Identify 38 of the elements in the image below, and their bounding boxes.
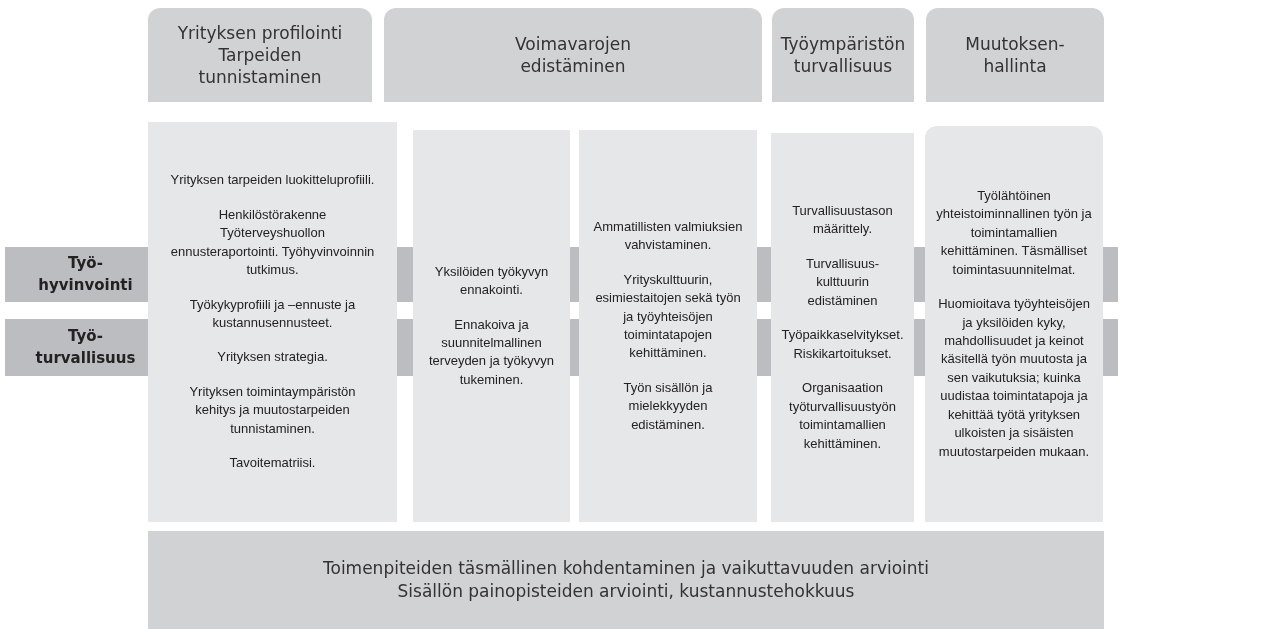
body-text: Turvallisuus- kulttuurin edistäminen bbox=[804, 254, 881, 310]
summary-bar bbox=[148, 531, 1104, 629]
body-text: Yrityksen tarpeiden luokitteluprofiili. bbox=[170, 171, 375, 190]
column-header-tab bbox=[926, 8, 1104, 102]
header-text: Tarpeiden tunnistaminen bbox=[197, 43, 323, 89]
column-panel bbox=[579, 130, 757, 522]
body-text: Tavoitematriisi. bbox=[229, 454, 316, 473]
body-text: Työn sisällön ja mielekkyyden edistäminen. bbox=[622, 378, 714, 434]
column-panel bbox=[148, 122, 397, 522]
body-text: Ennakoiva ja suunnitelmallinen terveyden ja työkyvyn tukeminen. bbox=[428, 315, 555, 389]
header-text: Yrityksen profilointi bbox=[177, 21, 343, 44]
row-band bbox=[5, 319, 148, 376]
row-label: Työ- hyvinvointi bbox=[37, 252, 134, 296]
column-panel bbox=[413, 130, 570, 522]
body-text: Turvallisuustason määrittely. bbox=[791, 202, 894, 239]
body-text: Työpaikkaselvitykset. Riskikartoitukset. bbox=[781, 326, 904, 363]
column-panel bbox=[771, 133, 914, 522]
column-header-tab bbox=[148, 8, 372, 102]
header-text: Työympäristön turvallisuus bbox=[780, 32, 906, 78]
body-text: Yksilöiden työkyvyn ennakointi. bbox=[433, 262, 550, 300]
column-header-tab bbox=[772, 8, 914, 102]
body-text: Ammatillisten valmiuksien vahvistaminen. bbox=[593, 217, 743, 255]
body-text: Henkilöstörakenne Työterveyshuollon ennusteraportointi. Työhyvinvoinnin tutkimus. bbox=[170, 205, 375, 280]
body-text: Huomioitava työyhteisöjen ja yksilöiden kyky, mahdollisuudet ja keinot käsitellä työn muutosta ja sen vaikutuksia; kuinka uudistaa toimintatapoja ja kehittää työtä yrityksen ulkoisten ja sisäisten muutostarpeiden mukaan. bbox=[937, 295, 1091, 461]
summary-text: Sisällön painopisteiden arviointi, kustannustehokkuus bbox=[397, 580, 855, 603]
column-header-tab bbox=[384, 8, 762, 102]
column-panel bbox=[925, 126, 1103, 522]
body-text: Yrityksen strategia. bbox=[217, 348, 328, 367]
body-text: Organisaation työturvallisuustyön toimintamallien kehittäminen. bbox=[788, 379, 897, 453]
body-text: Yrityksen toimintaympäristön kehitys ja muutostarpeiden tunnistaminen. bbox=[188, 382, 357, 438]
header-text: Voimavarojen edistäminen bbox=[514, 32, 632, 78]
row-band bbox=[5, 247, 148, 302]
summary-text: Toimenpiteiden täsmällinen kohdentaminen ja vaikuttavuuden arviointi bbox=[323, 557, 929, 580]
body-text: Työlähtöinen yhteistoiminnallinen työn ja toimintamallien kehittäminen. Täsmälliset toimintasuunnitelmat. bbox=[935, 186, 1093, 279]
body-text: Yrityskulttuurin, esimiestaitojen sekä työn ja työyhteisöjen toimintatapojen kehittäminen. bbox=[594, 270, 742, 363]
row-label: Työ- turvallisuus bbox=[34, 325, 137, 369]
body-text: Työkykyprofiili ja –ennuste ja kustannusennusteet. bbox=[188, 295, 357, 332]
header-text: Muutoksen- hallinta bbox=[964, 32, 1066, 78]
